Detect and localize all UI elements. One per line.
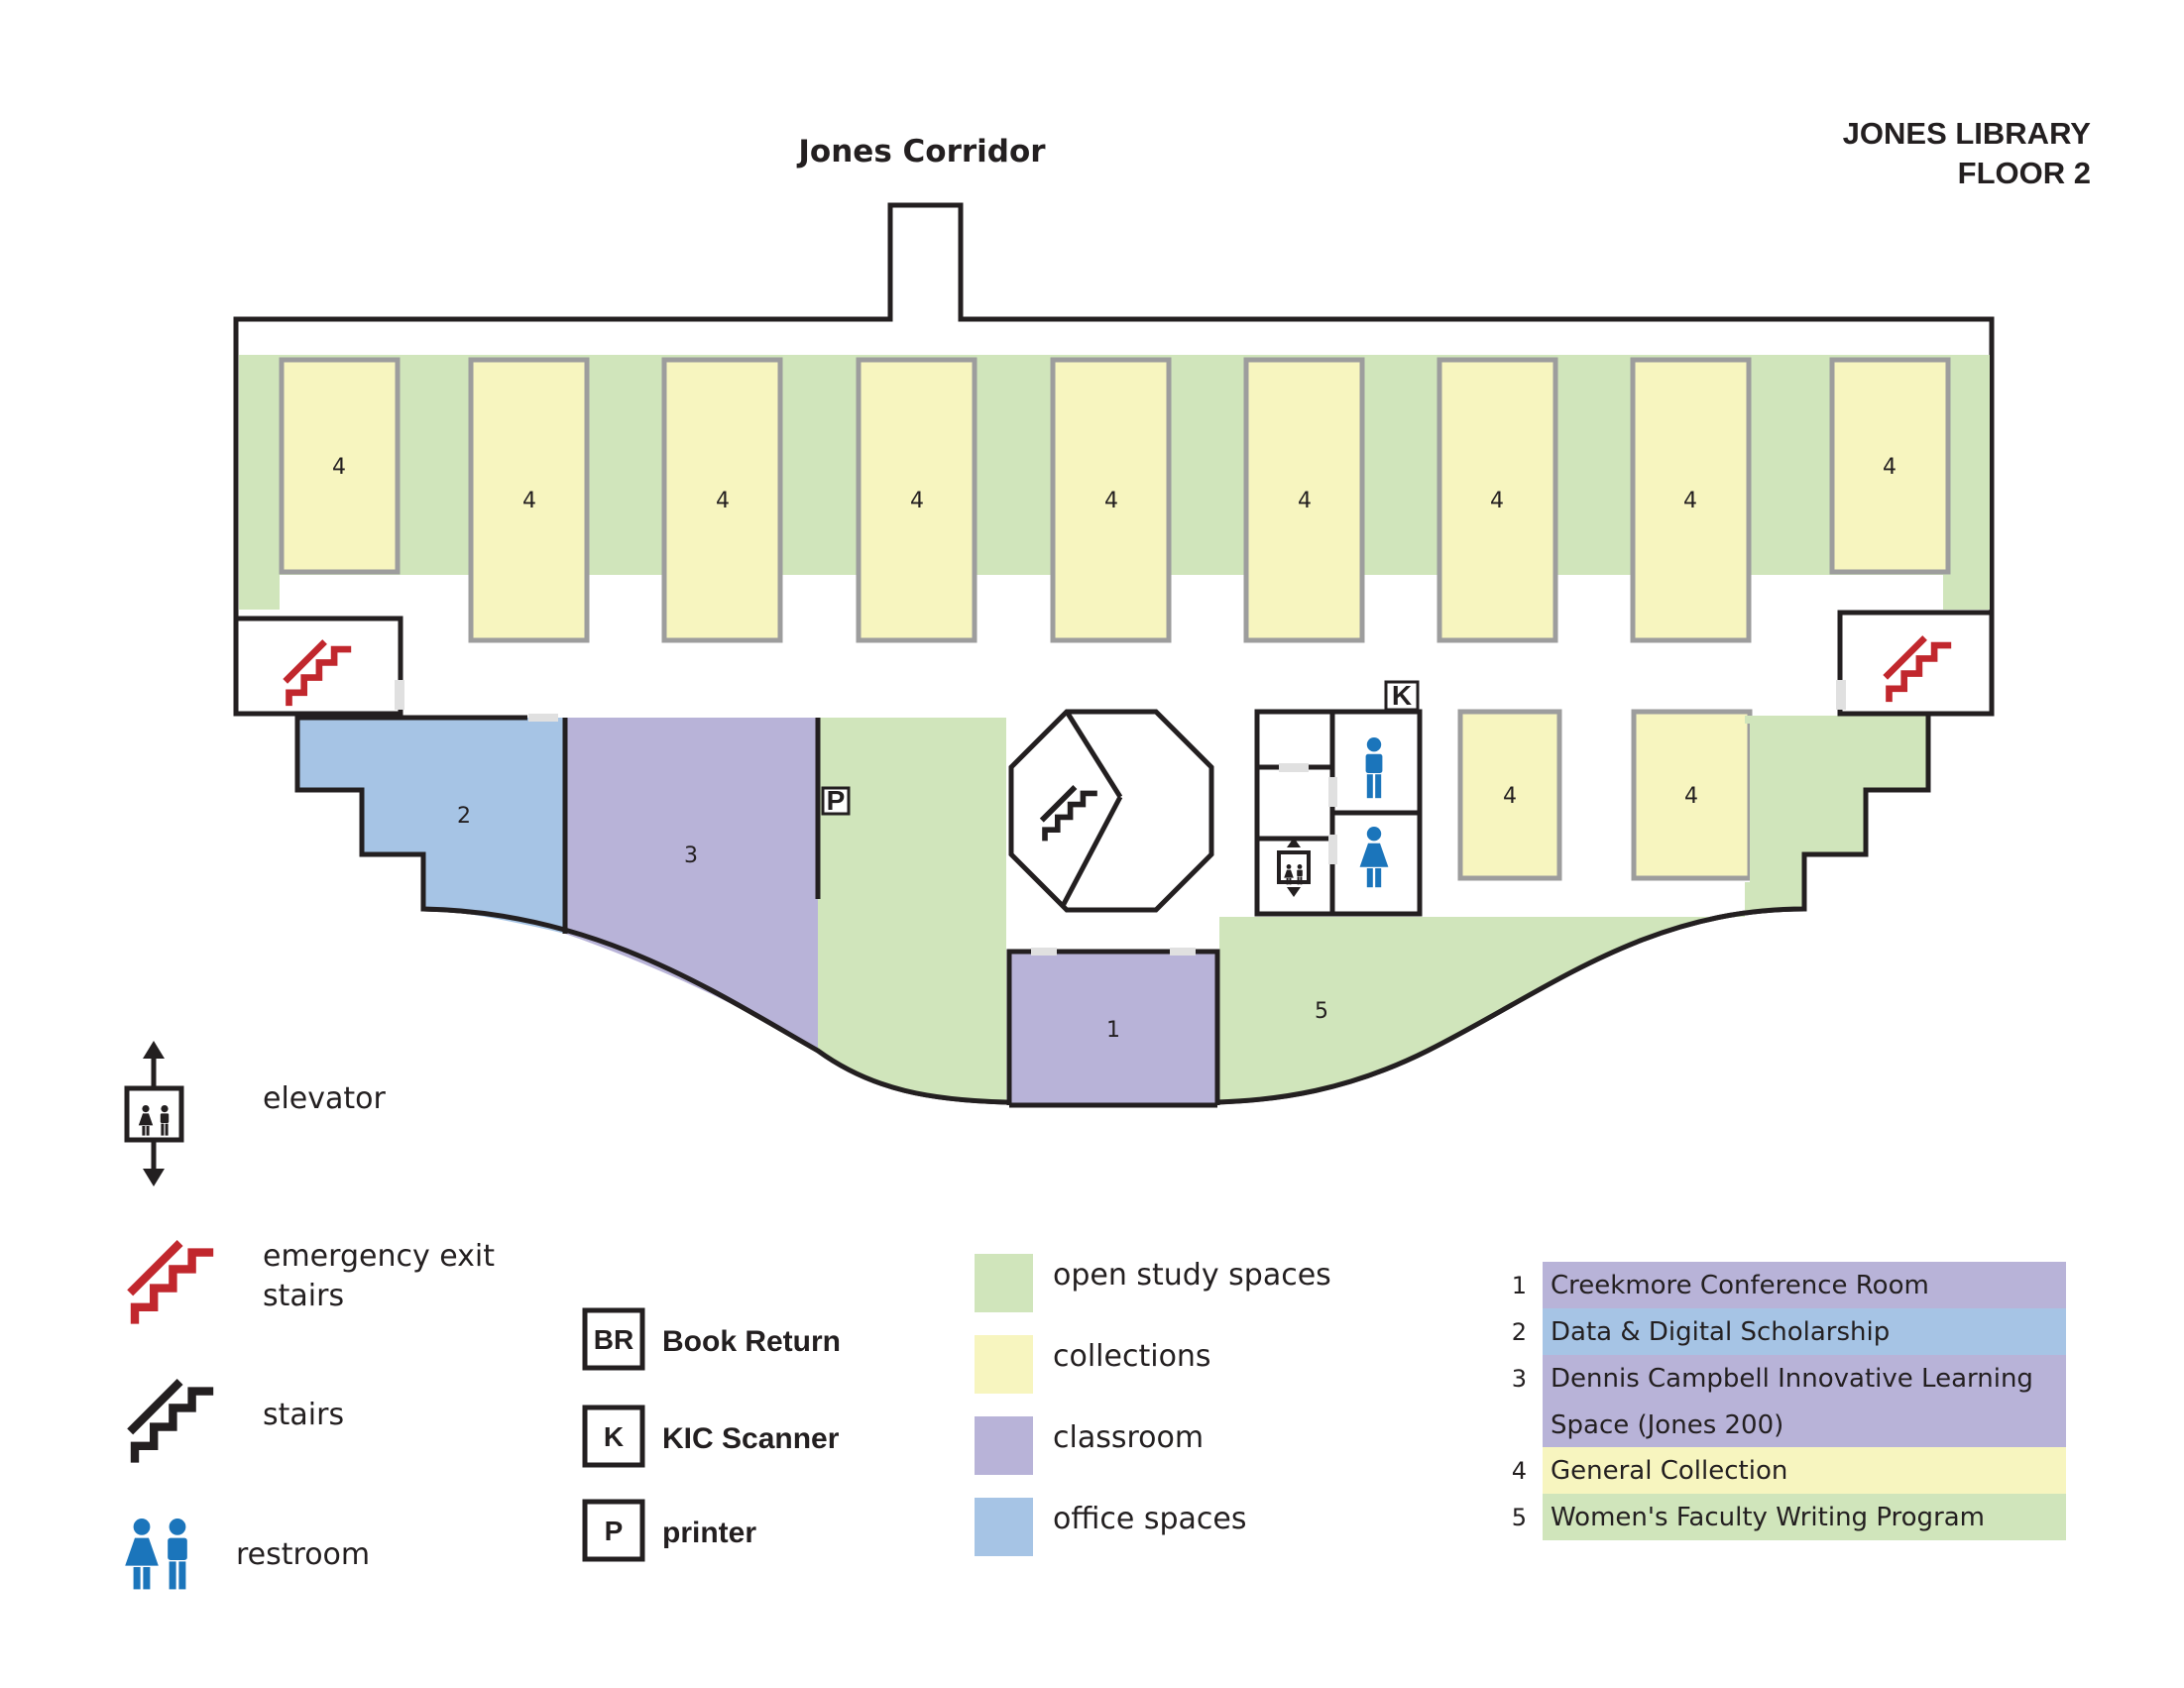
elevator-map-icon [1277, 838, 1311, 897]
room-1-label: 1 [1106, 1018, 1120, 1043]
svg-text:4: 4 [332, 455, 346, 480]
elevator-icon [124, 1041, 184, 1186]
legend-services: BR Book Return K KIC Scanner P printer [582, 1307, 841, 1562]
room-key-3-label-2: Space (Jones 200) [1551, 1410, 1783, 1440]
room-key-2-num: 2 [1512, 1318, 1527, 1346]
kic-scanner-label: KIC Scanner [662, 1422, 840, 1455]
room-key-1-label: Creekmore Conference Room [1551, 1271, 1929, 1300]
svg-text:4: 4 [1684, 784, 1698, 809]
swatch-office [975, 1498, 1033, 1556]
floor-plan: 4 4 4 4 4 4 4 4 4 4 4 2 3 5 1 [233, 202, 1995, 1108]
printer-code: P [605, 1516, 624, 1546]
room-key-3-num: 3 [1512, 1365, 1527, 1393]
shelf-labels: 4 4 4 4 4 4 4 4 4 4 4 [332, 455, 1897, 809]
central-stairs [1008, 709, 1214, 913]
room-key-1-bg [1543, 1262, 2066, 1308]
room-5-label: 5 [1315, 999, 1328, 1024]
legend-emergency-label-2: stairs [263, 1279, 344, 1313]
collection-shelves [279, 357, 1951, 881]
svg-text:4: 4 [522, 489, 536, 513]
room-2-office [297, 718, 565, 934]
svg-text:4: 4 [1104, 489, 1118, 513]
legend-classroom-label: classroom [1053, 1420, 1204, 1455]
printer-label: printer [662, 1517, 756, 1549]
book-return-label: Book Return [662, 1325, 841, 1358]
svg-text:P: P [827, 785, 846, 816]
legend-elevator-label: elevator [263, 1081, 387, 1116]
svg-text:4: 4 [1298, 489, 1312, 513]
emergency-exit-stairs-east [1836, 610, 1995, 717]
legend-emergency-label-1: emergency exit [263, 1239, 495, 1274]
legend-open-study-label: open study spaces [1053, 1258, 1331, 1293]
legend-icons: elevator emergency exit stairs stairs re… [124, 1041, 495, 1590]
printer-box [582, 1499, 645, 1562]
legend-collections-label: collections [1053, 1339, 1211, 1374]
room-key-4-bg [1543, 1447, 2066, 1494]
map-title-line2: FLOOR 2 [1958, 156, 2091, 190]
room-key-2-label: Data & Digital Scholarship [1551, 1317, 1890, 1347]
legend-office-label: office spaces [1053, 1502, 1246, 1536]
room-3-label: 3 [684, 844, 698, 868]
room-2-label: 2 [457, 804, 471, 829]
room-key-3-bg [1543, 1355, 2066, 1447]
room-5-open-study [1219, 724, 1928, 1102]
svg-text:4: 4 [1503, 784, 1517, 809]
svg-text:4: 4 [1883, 455, 1897, 480]
stairs-icon [130, 1382, 213, 1463]
room-3-classroom [565, 718, 818, 1051]
open-study-area-center [818, 718, 1006, 1102]
svg-text:4: 4 [1490, 489, 1504, 513]
room-key-4-num: 4 [1512, 1457, 1527, 1485]
svg-text:K: K [1392, 680, 1412, 711]
map-title-line1: JONES LIBRARY [1843, 116, 2092, 151]
legend-restroom-label: restroom [236, 1537, 370, 1572]
room-key-2-bg [1543, 1308, 2066, 1355]
room-key: 1 Creekmore Conference Room 2 Data & Dig… [1512, 1262, 2066, 1540]
kic-scanner-box [582, 1405, 645, 1468]
restroom-icon [125, 1519, 187, 1590]
restroom-elevator-block: K [1254, 680, 1423, 917]
kic-scanner-code: K [604, 1421, 624, 1452]
walls [236, 711, 1992, 1108]
kic-scanner-marker: K [1384, 680, 1420, 712]
room-1-conference [1009, 952, 1217, 1105]
room-key-5-label: Women's Faculty Writing Program [1551, 1503, 1985, 1532]
legend-colors: open study spaces collections classroom … [975, 1254, 1331, 1556]
room-key-4-label: General Collection [1551, 1456, 1787, 1486]
legend-stairs-label: stairs [263, 1398, 344, 1432]
swatch-collections [975, 1335, 1033, 1394]
book-return-box [582, 1307, 645, 1371]
room-key-3-label-1: Dennis Campbell Innovative Learning [1551, 1364, 2033, 1394]
room-key-5-num: 5 [1512, 1504, 1527, 1531]
printer-marker: P [821, 785, 851, 816]
room-key-1-num: 1 [1512, 1272, 1527, 1299]
emergency-exit-stairs-icon [130, 1243, 213, 1324]
svg-text:4: 4 [716, 489, 730, 513]
book-return-code: BR [594, 1324, 633, 1355]
swatch-classroom [975, 1416, 1033, 1475]
room-key-5-bg [1543, 1494, 2066, 1540]
svg-text:4: 4 [1683, 489, 1697, 513]
svg-text:4: 4 [910, 489, 924, 513]
entrance-label: Jones Corridor [796, 134, 1046, 169]
emergency-exit-stairs-west [233, 616, 404, 717]
swatch-open-study [975, 1254, 1033, 1312]
